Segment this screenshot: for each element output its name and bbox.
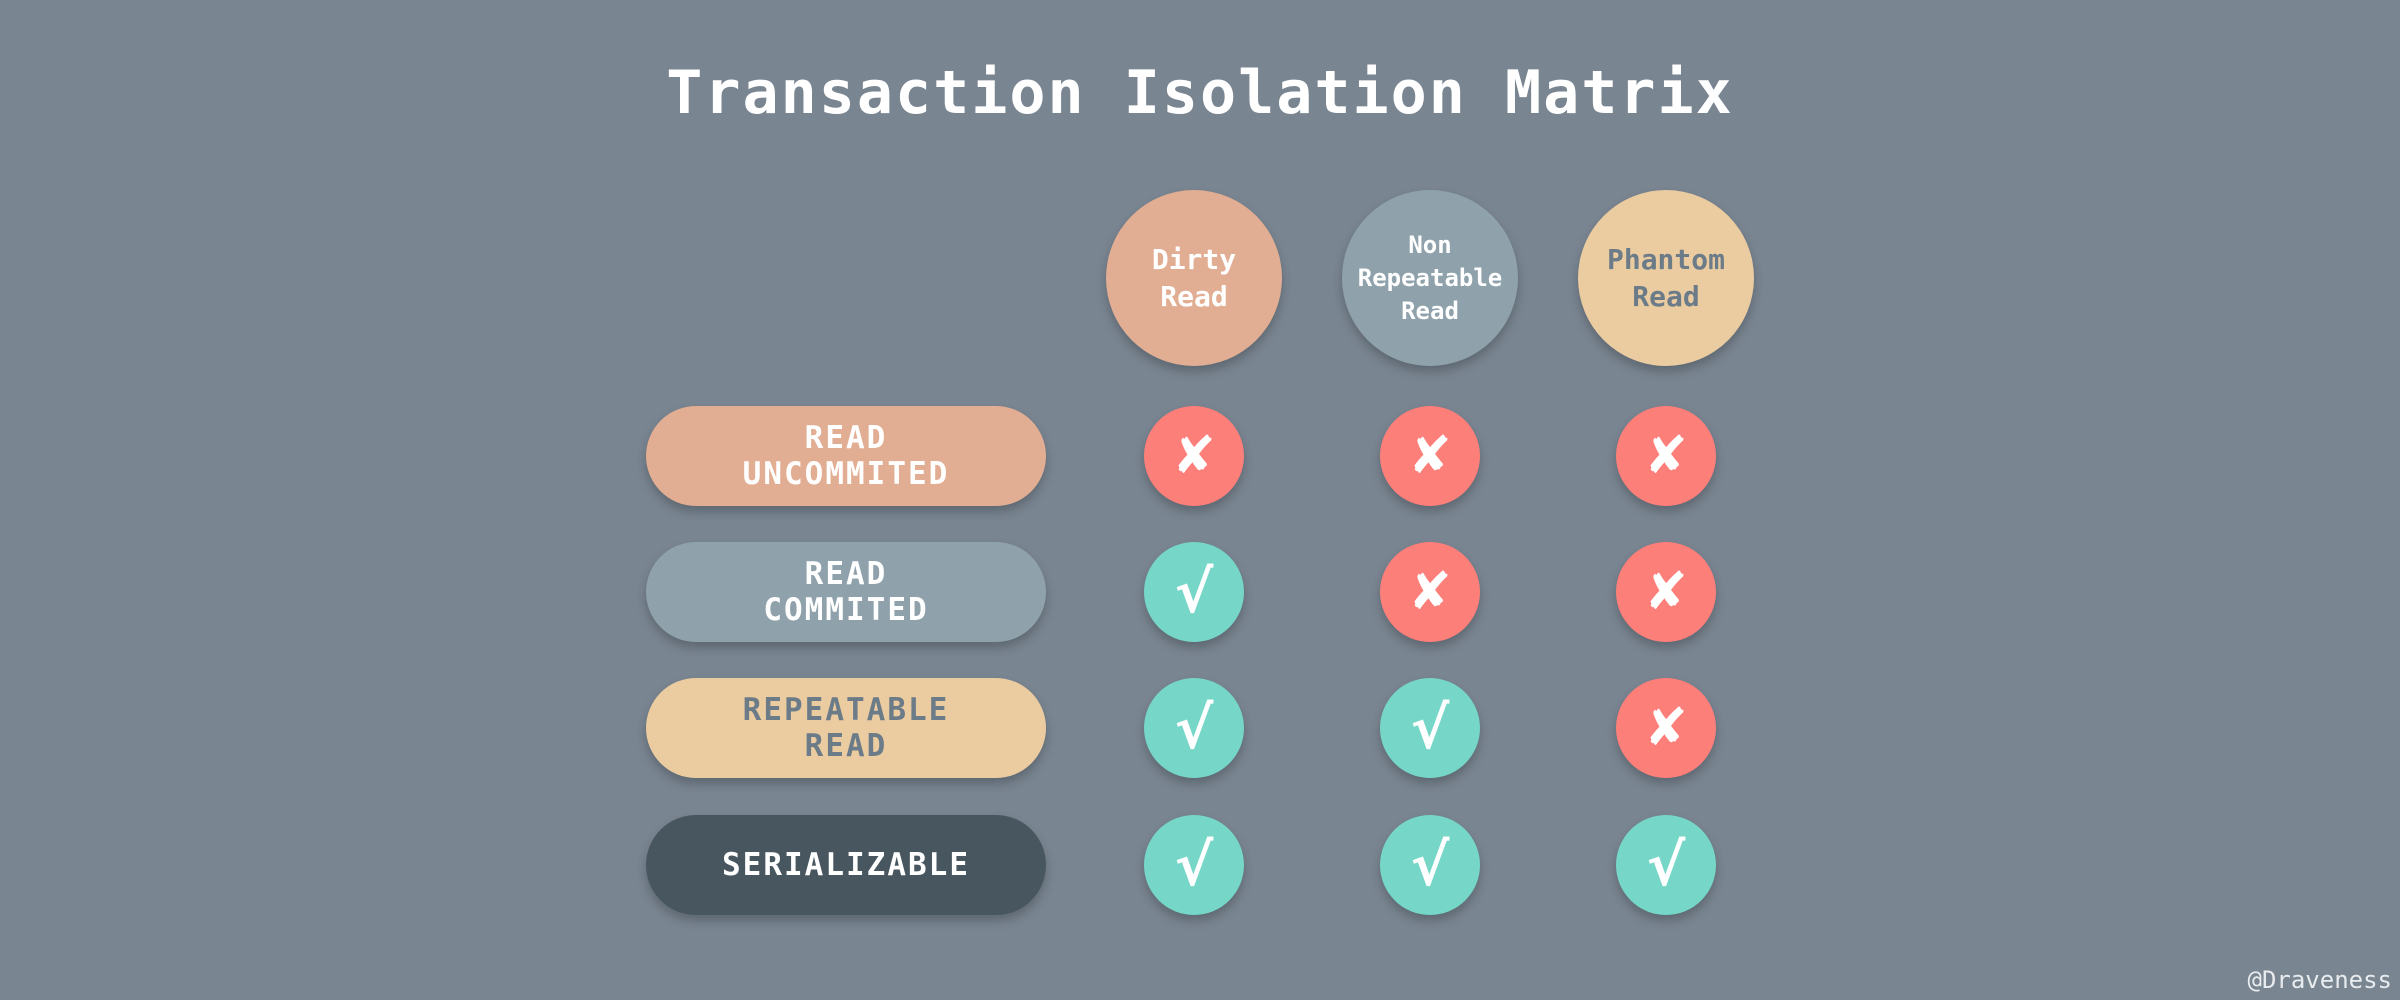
check-mark: √ <box>1410 831 1450 899</box>
column-header-phantom-read: Phantom Read <box>1578 190 1754 366</box>
cross-icon-read-commited-non-repeatable-read: ✘ <box>1380 542 1480 642</box>
cross-mark: ✘ <box>1408 426 1452 486</box>
cross-mark: ✘ <box>1644 426 1688 486</box>
row-label-text: REPEATABLE READ <box>742 692 950 764</box>
row-label-repeatable-read: REPEATABLE READ <box>646 678 1046 778</box>
cross-icon-read-uncommited-dirty-read: ✘ <box>1144 406 1244 506</box>
column-header-label: Phantom Read <box>1606 243 1725 313</box>
cross-mark: ✘ <box>1644 698 1688 758</box>
row-label-text: READ COMMITED <box>763 556 929 628</box>
row-label-text: READ UNCOMMITED <box>742 420 950 492</box>
column-header-label: Non Repeatable Read <box>1357 230 1503 325</box>
row-label-serializable: SERIALIZABLE <box>646 815 1046 915</box>
cross-mark: ✘ <box>1172 426 1216 486</box>
cross-icon-repeatable-read-phantom-read: ✘ <box>1616 678 1716 778</box>
column-header-non-repeatable-read: Non Repeatable Read <box>1342 190 1518 366</box>
check-icon-read-commited-dirty-read: √ <box>1144 542 1244 642</box>
column-header-label: Dirty Read <box>1151 243 1237 313</box>
watermark: @Draveness <box>2247 966 2393 994</box>
cross-mark: ✘ <box>1644 562 1688 622</box>
check-icon-repeatable-read-non-repeatable-read: √ <box>1380 678 1480 778</box>
cross-mark: ✘ <box>1408 562 1452 622</box>
check-icon-repeatable-read-dirty-read: √ <box>1144 678 1244 778</box>
check-mark: √ <box>1174 694 1214 762</box>
row-label-text: SERIALIZABLE <box>722 847 970 883</box>
check-mark: √ <box>1646 831 1686 899</box>
row-label-read-uncommited: READ UNCOMMITED <box>646 406 1046 506</box>
check-mark: √ <box>1174 558 1214 626</box>
check-mark: √ <box>1174 831 1214 899</box>
check-icon-serializable-phantom-read: √ <box>1616 815 1716 915</box>
row-label-read-commited: READ COMMITED <box>646 542 1046 642</box>
diagram-title: Transaction Isolation Matrix <box>666 58 1734 128</box>
check-icon-serializable-non-repeatable-read: √ <box>1380 815 1480 915</box>
cross-icon-read-uncommited-phantom-read: ✘ <box>1616 406 1716 506</box>
check-mark: √ <box>1410 694 1450 762</box>
cross-icon-read-uncommited-non-repeatable-read: ✘ <box>1380 406 1480 506</box>
column-header-dirty-read: Dirty Read <box>1106 190 1282 366</box>
check-icon-serializable-dirty-read: √ <box>1144 815 1244 915</box>
cross-icon-read-commited-phantom-read: ✘ <box>1616 542 1716 642</box>
